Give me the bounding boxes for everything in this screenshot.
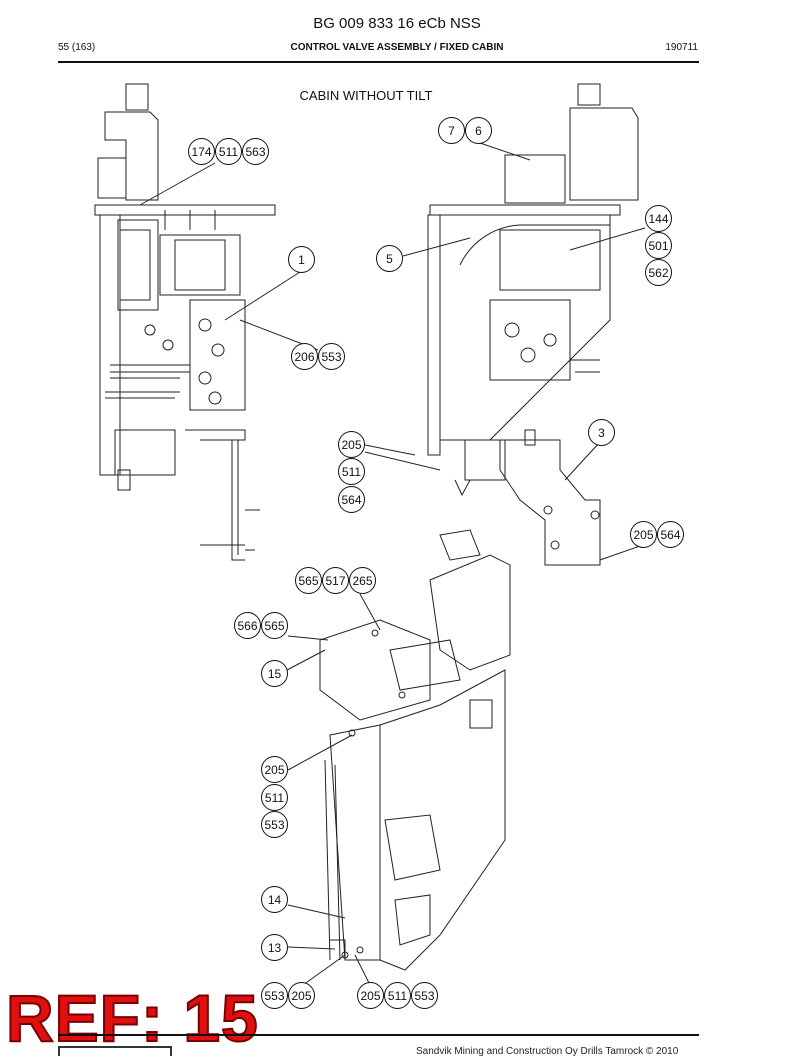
callout-balloon: 6 (465, 117, 492, 144)
callout-balloon: 3 (588, 419, 615, 446)
callout-balloon: 563 (242, 138, 269, 165)
callout-balloon: 205 (357, 982, 384, 1009)
bottom-assembly-drawing (319, 529, 511, 971)
leader-lines (139, 142, 646, 986)
footer-rule (58, 1034, 699, 1036)
callout-balloon: 565 (295, 567, 322, 594)
callout-balloon: 14 (261, 886, 288, 913)
header-rule (58, 61, 699, 63)
callout-balloon: 144 (645, 205, 672, 232)
callout-balloon: 7 (438, 117, 465, 144)
callout-balloon: 562 (645, 259, 672, 286)
date-code: 190711 (665, 42, 698, 53)
callout-balloon: 511 (338, 458, 365, 485)
callout-balloon: 205 (630, 521, 657, 548)
section-title: CONTROL VALVE ASSEMBLY / FIXED CABIN (290, 42, 504, 53)
callout-balloon: 205 (338, 431, 365, 458)
callout-balloon: 553 (411, 982, 438, 1009)
callout-balloon: 13 (261, 934, 288, 961)
callout-balloon: 5 (376, 245, 403, 272)
callout-balloon: 565 (261, 612, 288, 639)
callout-balloon: 511 (215, 138, 242, 165)
callout-balloon: 553 (318, 343, 345, 370)
callout-balloon: 511 (261, 784, 288, 811)
page-number: 55 (163) (58, 42, 96, 53)
callout-balloon: 265 (349, 567, 376, 594)
callout-balloon: 553 (261, 982, 288, 1009)
drawing-subtitle: CABIN WITHOUT TILT (299, 88, 433, 103)
callout-balloon: 1 (288, 246, 315, 273)
footer-copyright: Sandvik Mining and Construction Oy Drill… (416, 1046, 679, 1057)
right-assembly-drawing (427, 83, 639, 566)
callout-balloon: 206 (291, 343, 318, 370)
callout-balloon: 564 (338, 486, 365, 513)
callout-balloon: 15 (261, 660, 288, 687)
callout-balloon: 517 (322, 567, 349, 594)
company-logo (58, 1046, 172, 1056)
callout-balloon: 511 (384, 982, 411, 1009)
callout-balloon: 174 (188, 138, 215, 165)
ref-watermark: REF: 15 (5, 980, 259, 1056)
callout-balloon: 501 (645, 232, 672, 259)
callout-balloon: 205 (261, 756, 288, 783)
left-assembly-drawing (94, 83, 276, 561)
callout-balloon: 553 (261, 811, 288, 838)
callout-balloon: 205 (288, 982, 315, 1009)
callout-balloon: 566 (234, 612, 261, 639)
callout-balloon: 564 (657, 521, 684, 548)
document-title: BG 009 833 16 eCb NSS (313, 15, 481, 32)
